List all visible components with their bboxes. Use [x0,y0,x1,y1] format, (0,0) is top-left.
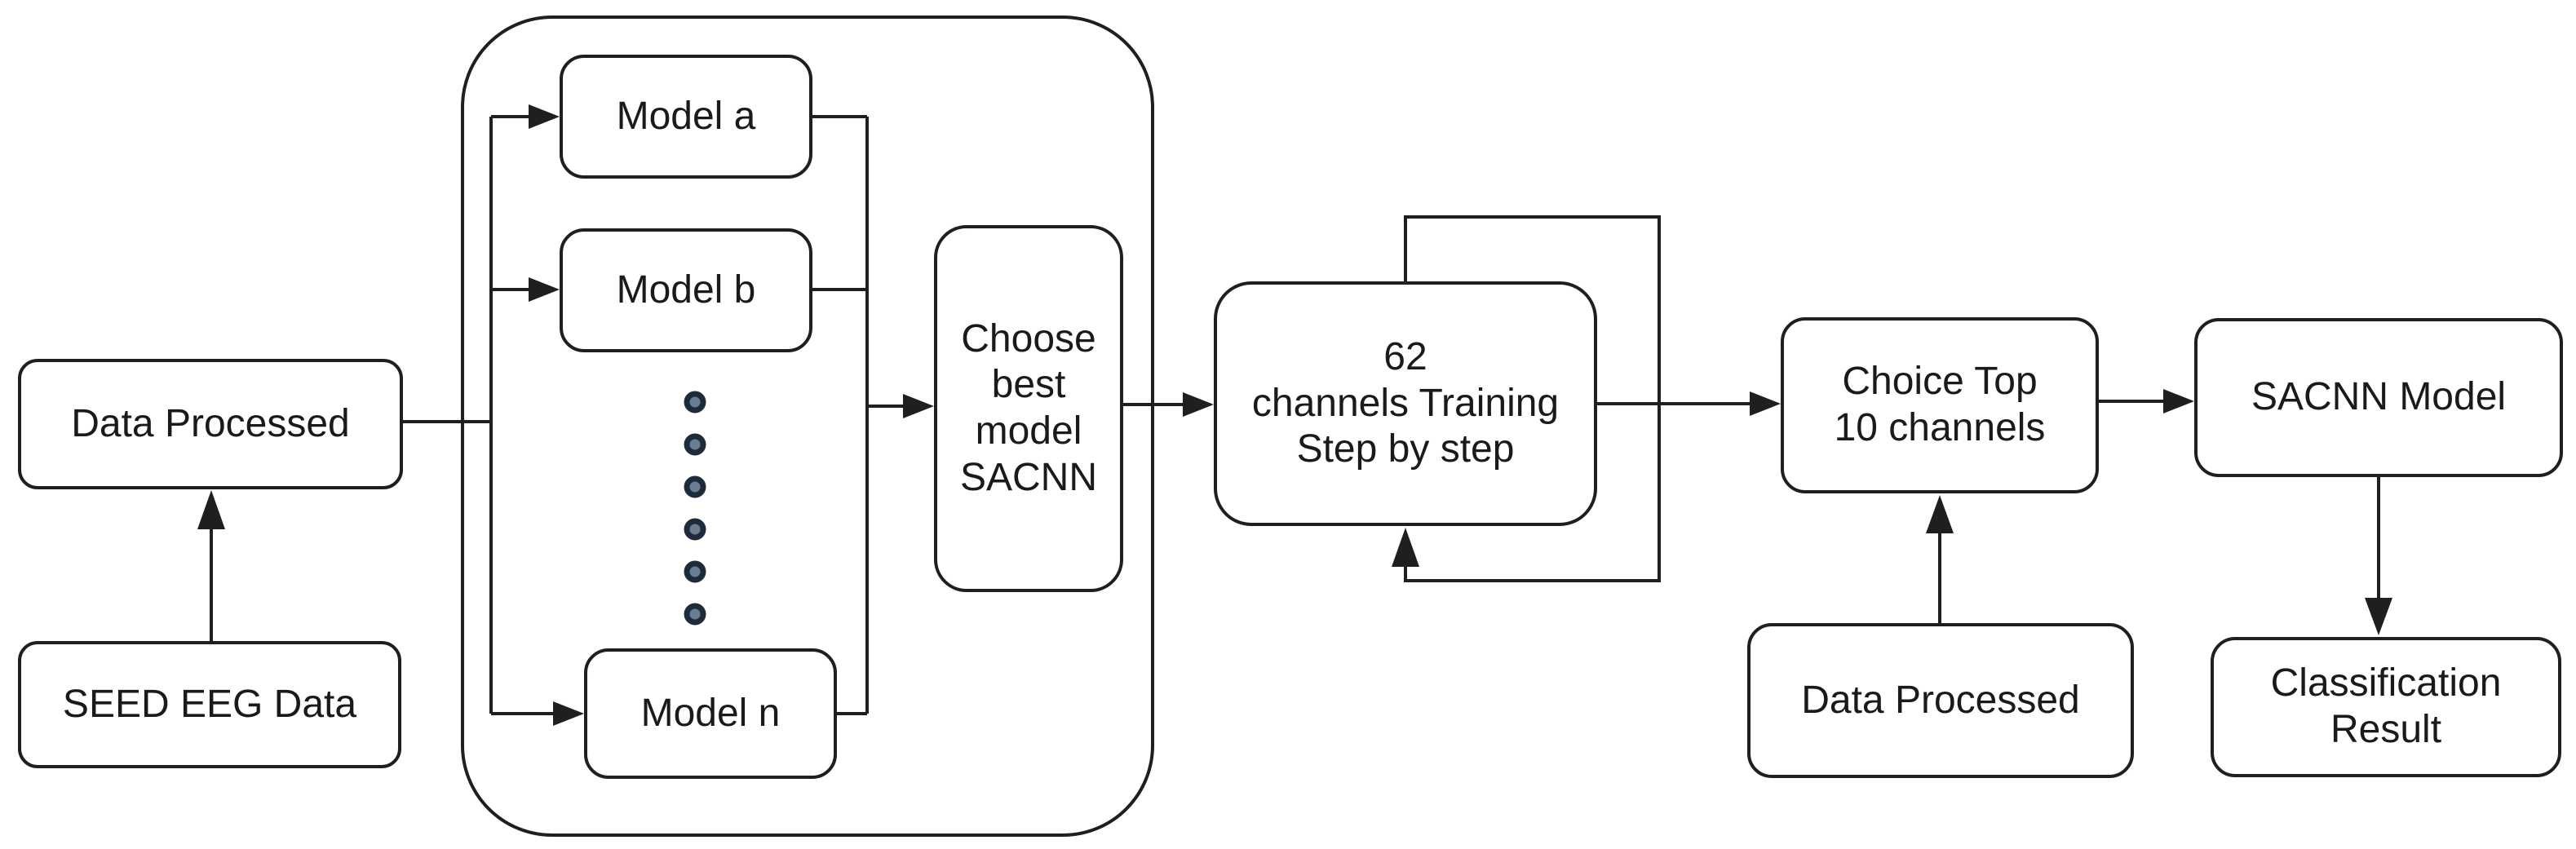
arrow-branch-to-model-a [491,104,560,129]
arrow-seed-to-data-processed [197,490,225,641]
node-label: Classification Result [2270,661,2502,751]
arrow-training-to-choice-top [1597,391,1781,416]
node-choice-top-10-channels: Choice Top 10 channels [1781,317,2099,493]
node-label: Model b [616,268,756,312]
node-label: SACNN Model [2251,375,2507,419]
vertical-ellipsis-dots [684,391,706,626]
node-label: SEED EEG Data [62,682,357,726]
node-sacnn-model: SACNN Model [2194,318,2563,477]
node-label: Model n [640,691,781,735]
node-seed-eeg-data: SEED EEG Data [18,641,401,768]
node-label: Choose best model SACNN [959,316,1098,499]
arrow-branch-to-model-b [491,277,560,302]
node-62-channels-training: 62 channels Training Step by step [1214,281,1597,526]
arrow-sacnn-to-classification [2365,477,2392,635]
model-selection-group [461,15,1154,837]
node-classification-result: Classification Result [2211,637,2561,777]
node-choose-best-model: Choose best model SACNN [934,225,1123,592]
line-models-merge [812,115,869,715]
node-label: Data Processed [1801,678,2080,722]
node-label: Model a [616,94,756,138]
node-model-n: Model n [584,648,837,779]
line-data-processed-to-branch [403,117,493,714]
node-label: Data Processed [71,401,350,445]
arrow-choice-top-to-sacnn [2099,389,2194,413]
arrow-branch-to-model-n [491,701,584,726]
node-label: 62 channels Training Step by step [1251,335,1560,471]
node-data-processed-left: Data Processed [18,359,403,489]
arrow-data-processed-to-choice-top [1926,495,1954,623]
node-model-a: Model a [560,55,812,179]
node-model-b: Model b [560,228,812,352]
arrow-merge-to-choose-best [867,394,934,418]
arrow-choose-best-to-training [1123,392,1214,417]
node-label: Choice Top 10 channels [1834,360,2046,449]
training-feedback-loop [1392,215,1661,582]
node-data-processed-right: Data Processed [1747,623,2134,778]
